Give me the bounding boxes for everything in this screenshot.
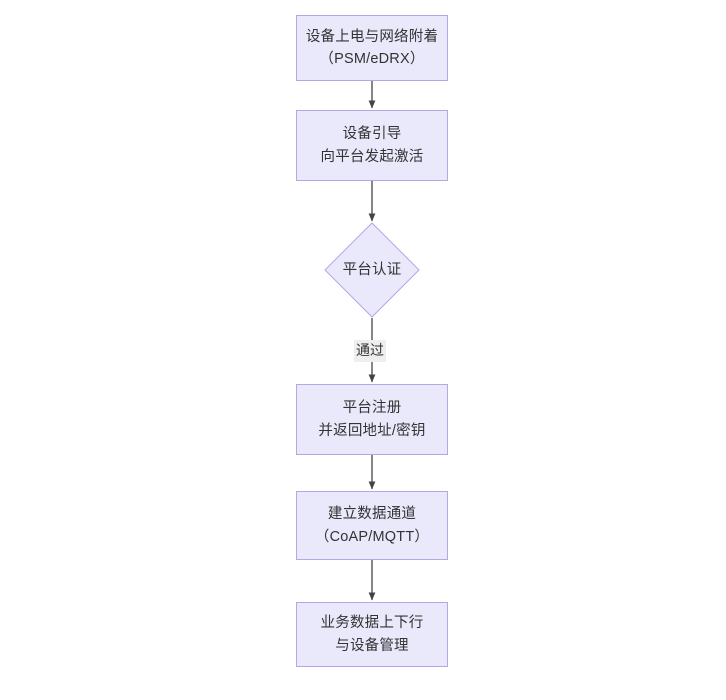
node-text-line: 并返回地址/密钥 xyxy=(318,422,426,439)
node-business-data-and-device-management[interactable]: 业务数据上下行 与设备管理 xyxy=(296,602,448,667)
node-text-line: 平台注册 xyxy=(342,400,402,417)
node-text-line: 平台认证 xyxy=(342,261,402,278)
node-text-line: 与设备管理 xyxy=(335,637,409,654)
node-text-line: 向平台发起激活 xyxy=(320,148,424,165)
node-text-line: （PSM/eDRX） xyxy=(319,51,425,67)
node-text-line: 设备引导 xyxy=(342,126,402,143)
diamond-shape xyxy=(324,222,420,318)
node-text-line: 业务数据上下行 xyxy=(320,615,424,632)
node-device-power-on[interactable]: 设备上电与网络附着 （PSM/eDRX） xyxy=(296,15,448,81)
node-platform-registration[interactable]: 平台注册 并返回地址/密钥 xyxy=(296,384,448,455)
node-platform-authentication[interactable]: 平台认证 xyxy=(324,222,420,318)
node-text-line: 设备上电与网络附着 xyxy=(305,28,439,45)
node-establish-data-channel[interactable]: 建立数据通道 （CoAP/MQTT） xyxy=(296,491,448,560)
node-device-bootstrap[interactable]: 设备引导 向平台发起激活 xyxy=(296,110,448,181)
node-text-line: （CoAP/MQTT） xyxy=(314,528,430,545)
node-text-line: 建立数据通道 xyxy=(327,506,417,523)
edge-label-pass: 通过 xyxy=(354,340,386,362)
